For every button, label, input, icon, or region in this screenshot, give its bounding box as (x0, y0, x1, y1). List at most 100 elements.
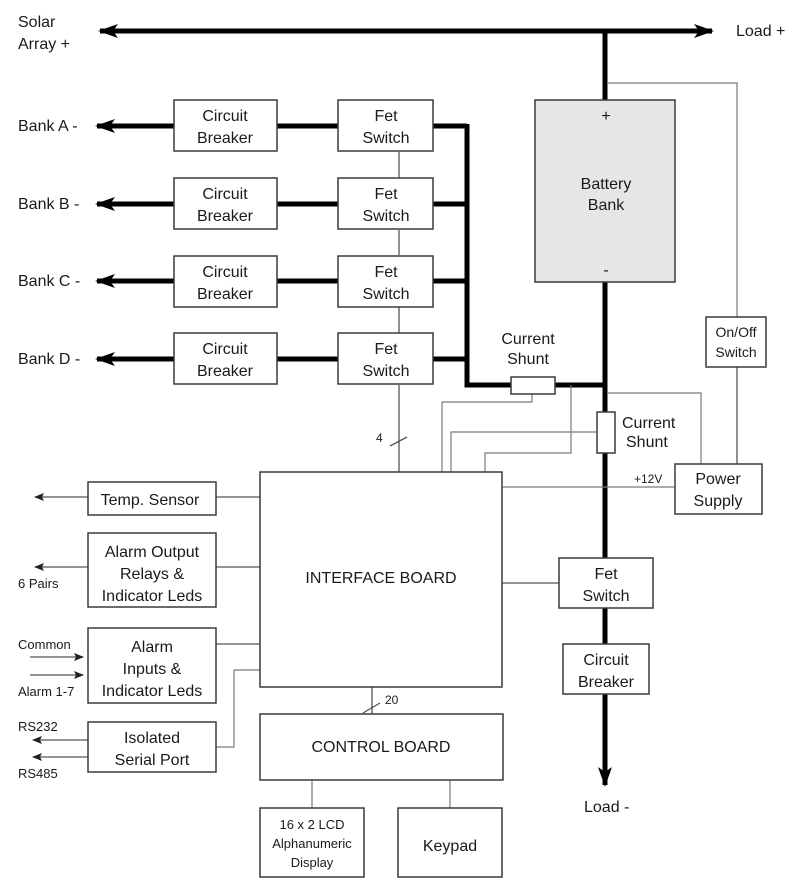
solar-array-label-2: Array + (18, 36, 70, 53)
breaker-label-1: Circuit (202, 264, 248, 281)
alarm-output-box (87, 532, 217, 608)
shunt1-sense-b (484, 385, 572, 472)
breaker-label-2: Breaker (197, 208, 254, 225)
on-off-feed (608, 82, 738, 318)
twelve-volt-label: +12V (634, 472, 662, 486)
power-supply: Power Supply +12V (634, 463, 763, 515)
shunt1-sense-a (441, 393, 533, 472)
lcd-label-2: Alphanumeric (272, 836, 352, 851)
power-supply-label-1: Power (695, 471, 741, 488)
bank-b-label: Bank B - (18, 196, 79, 213)
current-shunt-1: Current Shunt (501, 331, 556, 395)
bank-d-fet-switch (337, 332, 434, 385)
bank-collector-bus (464, 124, 605, 388)
keypad: Keypad (397, 807, 503, 878)
alarm-inputs-box (87, 627, 217, 704)
alarm-inputs-label-2: Inputs & (123, 661, 182, 678)
alarm-output-label-1: Alarm Output (105, 544, 200, 561)
solar-array-label-1: Solar (18, 14, 56, 31)
load-breaker-label-1: Circuit (583, 652, 629, 669)
control-board-box (259, 713, 504, 781)
lcd-display-box (259, 807, 365, 878)
fet-label-2: Switch (362, 208, 409, 225)
alarm-inputs: Alarm Inputs & Indicator Leds Common Ala… (18, 627, 217, 704)
six-pairs-label: 6 Pairs (18, 576, 59, 591)
shunt2-sense (450, 431, 597, 472)
battery-label-1: Battery (581, 176, 632, 193)
bus-width-4-label: 4 (376, 431, 383, 445)
breaker-label-1: Circuit (202, 341, 248, 358)
breaker-label-1: Circuit (202, 108, 248, 125)
bank-b-row: Circuit Breaker Fet Switch (173, 177, 434, 230)
battery-plus-label: + (601, 108, 610, 125)
current-shunt-2: Current Shunt (596, 411, 676, 454)
alarm-output-relays: Alarm Output Relays & Indicator Leds 6 P… (18, 532, 217, 608)
bank-a-label: Bank A - (18, 118, 78, 135)
bank-c-row: Circuit Breaker Fet Switch (173, 255, 434, 308)
load-plus-label: Load + (736, 23, 785, 40)
on-off-label-2: Switch (715, 344, 756, 360)
load-circuit-breaker: Circuit Breaker (562, 643, 650, 695)
interface-board-box (259, 471, 503, 688)
lcd-label-1: 16 x 2 LCD (279, 817, 344, 832)
battery-bank-box (534, 99, 676, 283)
fet-label-1: Fet (374, 186, 398, 203)
fet-label-1: Fet (374, 264, 398, 281)
alarm-output-label-3: Indicator Leds (102, 588, 203, 605)
rs232-label: RS232 (18, 719, 58, 734)
temp-sensor-box (87, 481, 217, 516)
isolated-serial-port: Isolated Serial Port RS232 RS485 (18, 719, 217, 781)
bank-d-label: Bank D - (18, 351, 80, 368)
battery-bank: + Battery Bank - (534, 99, 676, 283)
serial-port-box (87, 721, 217, 773)
temp-sensor-label: Temp. Sensor (101, 492, 200, 509)
bank-c-fet-switch (337, 255, 434, 308)
on-off-switch-box (705, 316, 767, 368)
on-off-label-1: On/Off (716, 324, 757, 340)
bank-b-circuit-breaker (173, 177, 278, 230)
load-minus-label: Load - (584, 799, 629, 816)
current-shunt-2-resistor (596, 411, 616, 454)
rs485-label: RS485 (18, 766, 58, 781)
bus-width-20-label: 20 (385, 693, 399, 707)
keypad-label: Keypad (423, 838, 477, 855)
serial-port-link (216, 669, 260, 748)
alarm-inputs-label-1: Alarm (131, 639, 173, 656)
breaker-label-1: Circuit (202, 186, 248, 203)
bus-slash-20 (362, 702, 381, 714)
breaker-label-2: Breaker (197, 130, 254, 147)
bank-b-fet-switch (337, 177, 434, 230)
keypad-box (397, 807, 503, 878)
load-fet-switch: Fet Switch (558, 557, 654, 609)
alarm-inputs-label-3: Indicator Leds (102, 683, 203, 700)
breaker-label-2: Breaker (197, 363, 254, 380)
temp-sensor: Temp. Sensor (87, 481, 217, 516)
current-shunt-2-label-1: Current (622, 415, 676, 432)
supply-feed (608, 392, 702, 464)
fet-label-1: Fet (374, 108, 398, 125)
current-shunt-2-label-2: Shunt (626, 434, 668, 451)
serial-port-label-1: Isolated (124, 730, 180, 747)
breaker-label-2: Breaker (197, 286, 254, 303)
lcd-display: 16 x 2 LCD Alphanumeric Display (259, 807, 365, 878)
load-fet-label-2: Switch (582, 588, 629, 605)
power-supply-box (674, 463, 763, 515)
bank-d-circuit-breaker (173, 332, 278, 385)
bank-a-fet-switch (337, 99, 434, 152)
fet-label-2: Switch (362, 363, 409, 380)
power-supply-label-2: Supply (694, 493, 743, 510)
load-fet-switch-box (558, 557, 654, 609)
common-label: Common (18, 637, 71, 652)
fet-label-2: Switch (362, 286, 409, 303)
control-board-label: CONTROL BOARD (312, 739, 451, 756)
on-off-switch: On/Off Switch (705, 316, 767, 368)
bank-d-row: Circuit Breaker Fet Switch (173, 332, 434, 385)
current-shunt-1-label-2: Shunt (507, 351, 549, 368)
bank-a-circuit-breaker (173, 99, 278, 152)
load-fet-label-1: Fet (594, 566, 618, 583)
fet-label-2: Switch (362, 130, 409, 147)
load-breaker-box (562, 643, 650, 695)
battery-label-2: Bank (588, 197, 625, 214)
current-shunt-1-resistor (510, 376, 556, 395)
